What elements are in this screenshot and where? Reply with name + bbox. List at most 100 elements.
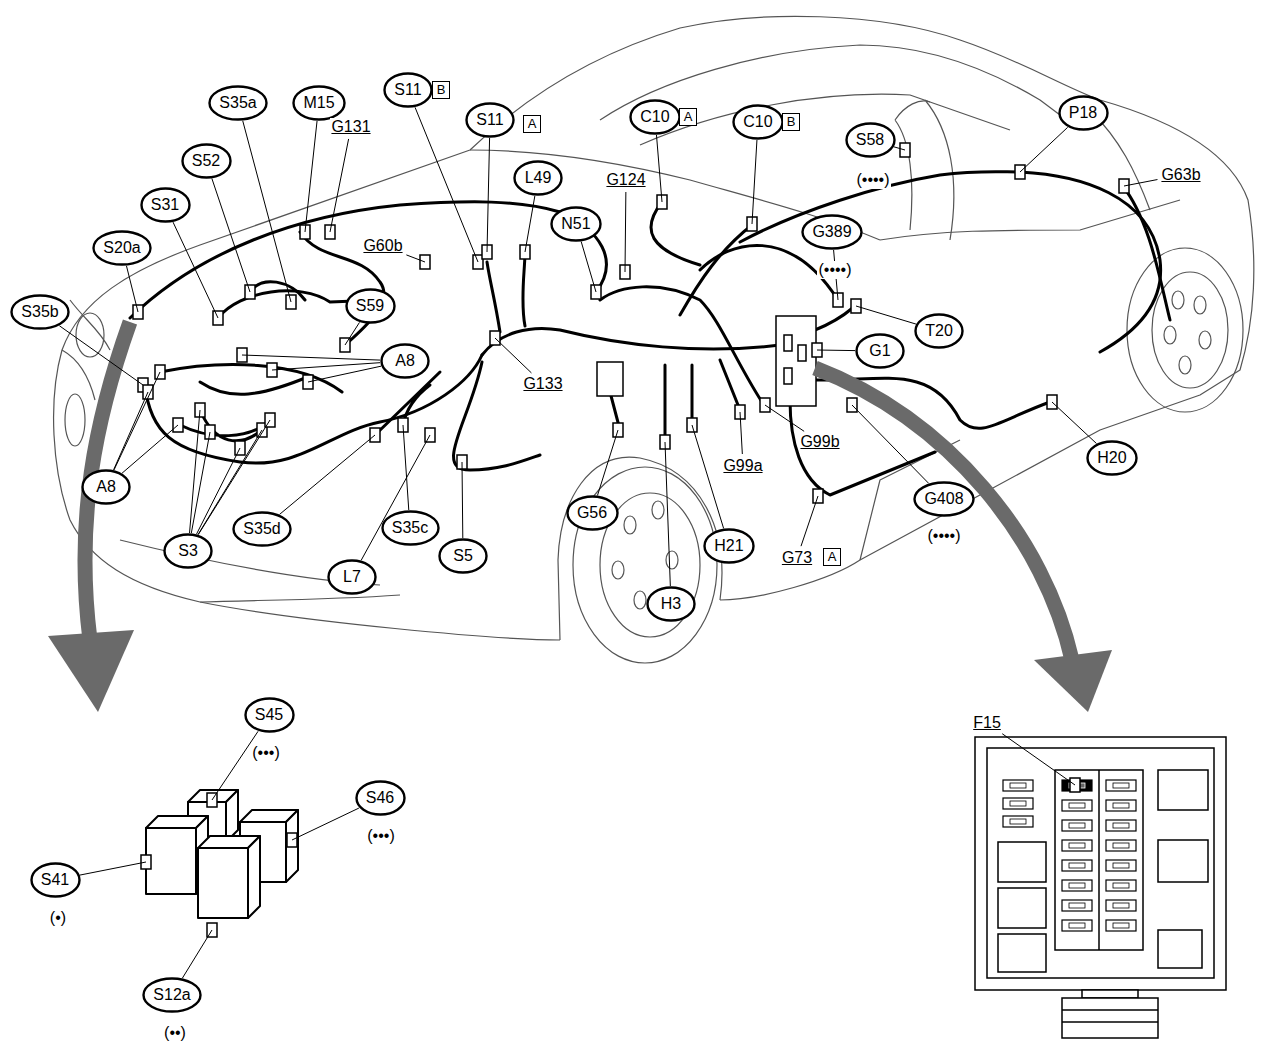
fuse — [1069, 883, 1085, 888]
relay — [198, 836, 260, 918]
callout-text: C10 — [732, 113, 784, 131]
car-body — [634, 591, 646, 609]
connector-callout: S45 — [244, 697, 295, 733]
leader-line — [740, 412, 742, 454]
leader-line — [656, 135, 662, 202]
car-body — [120, 540, 400, 602]
fuse — [1069, 903, 1085, 908]
callout-text: G1 — [855, 342, 905, 360]
leader-line — [126, 266, 138, 312]
callout-label: (••) — [163, 1024, 187, 1042]
wiring-harness — [130, 172, 1170, 495]
fuse — [1062, 840, 1092, 851]
connector-callout: C10 — [629, 99, 681, 135]
wiring-harness — [160, 365, 342, 392]
leader-line — [462, 462, 464, 538]
connector-callout: S31 — [140, 187, 191, 223]
fuse — [1106, 840, 1136, 851]
fuse — [1069, 863, 1085, 868]
car-body — [54, 16, 1254, 663]
connector-callout: G408 — [913, 481, 975, 517]
wiring-harness — [610, 360, 740, 440]
connector-callout: S12a — [142, 977, 202, 1013]
callout-label: G73 — [781, 549, 813, 567]
fuse-block — [776, 316, 816, 406]
leader-line — [765, 405, 804, 431]
wire-connector — [133, 143, 1129, 937]
wiring-harness — [1122, 185, 1170, 320]
connector-callout: C10 — [732, 104, 784, 140]
fuse — [1062, 820, 1092, 831]
callout-label: (•••) — [251, 744, 280, 762]
connector-callout: S35d — [232, 511, 292, 547]
connector-callout: S46 — [355, 780, 406, 816]
fuse — [1069, 923, 1085, 928]
callout-label: (••••) — [926, 527, 961, 545]
callout-text: P18 — [1058, 104, 1109, 122]
callout-label: G99a — [722, 457, 763, 475]
car-body — [558, 457, 722, 640]
callout-text: S11 — [465, 111, 515, 129]
callout-text: S20a — [92, 239, 152, 257]
fuse-box-panel — [998, 842, 1046, 882]
car-body — [640, 94, 1010, 145]
connector-callout: S41 — [30, 862, 81, 898]
leader-line — [856, 306, 916, 324]
fuse-box-panel — [1062, 998, 1158, 1038]
wiring-harness — [600, 287, 762, 402]
leader-line — [280, 435, 375, 514]
fuse — [1113, 863, 1129, 868]
relay-box — [597, 362, 623, 396]
callout-text: A — [524, 116, 540, 131]
fuse — [1113, 903, 1129, 908]
connector-callout: N51 — [550, 206, 602, 242]
leader-line — [894, 147, 905, 150]
fuse — [1062, 860, 1092, 871]
leader-line — [292, 808, 359, 840]
fuse-box-panel — [1055, 770, 1143, 950]
connector-callout: S5 — [438, 538, 488, 574]
wiring-harness — [523, 252, 525, 326]
callout-text: B — [783, 114, 799, 129]
leader-line — [308, 366, 381, 382]
wiring-harness — [487, 262, 500, 332]
fuse-box-panel — [1062, 1009, 1158, 1011]
callout-label: F15 — [972, 714, 1002, 732]
wiring-harness — [180, 410, 270, 441]
leader-line — [80, 862, 146, 875]
connector-callout: P18 — [1058, 95, 1109, 131]
car-body — [1199, 331, 1211, 349]
callout-label: G124 — [605, 171, 646, 189]
car-body — [895, 100, 954, 240]
fuse — [1069, 823, 1085, 828]
variant-box: A — [823, 548, 841, 566]
connector-callout: S35a — [208, 85, 268, 121]
callout-label: (•••) — [366, 827, 395, 845]
car-body — [666, 551, 678, 569]
relay — [226, 790, 238, 842]
fuse — [1062, 920, 1092, 931]
fuse-block — [776, 316, 816, 406]
fuse-box-panel — [1158, 770, 1208, 810]
callout-text: H21 — [703, 537, 755, 555]
wiring-harness — [200, 376, 310, 394]
callout-text: S46 — [355, 789, 406, 807]
fuse — [1106, 920, 1136, 931]
callout-text: L7 — [327, 568, 377, 586]
callout-label: G63b — [1160, 166, 1201, 184]
leader-line — [1020, 127, 1068, 172]
callout-text: H3 — [646, 595, 696, 613]
relay — [146, 790, 298, 918]
wiring-harness — [482, 328, 780, 355]
leader-line — [242, 355, 380, 360]
fuse-block — [798, 345, 806, 361]
connector-callout: G1 — [855, 333, 905, 369]
callout-text: S11 — [383, 81, 433, 99]
overview-arrow — [48, 630, 134, 712]
car-body — [54, 16, 1254, 640]
leader-line — [403, 425, 409, 510]
connector-callout: S3 — [163, 533, 213, 569]
callout-text: S31 — [140, 196, 191, 214]
callout-label: (••••) — [817, 261, 852, 279]
callout-text: S35d — [232, 520, 292, 538]
